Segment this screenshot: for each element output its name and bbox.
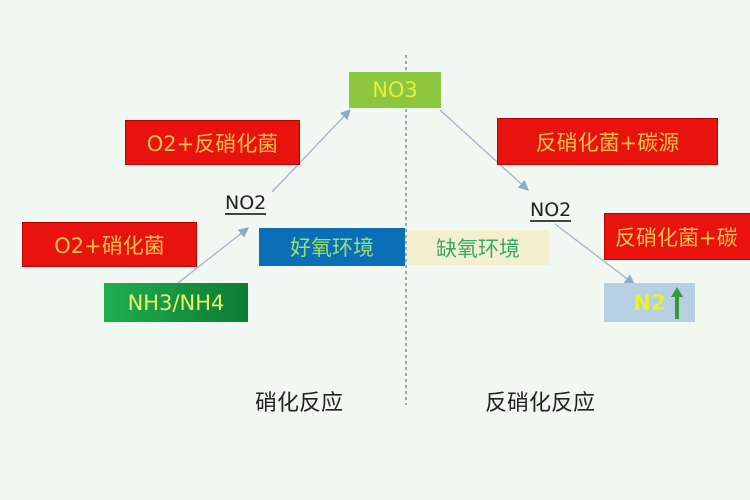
up-arrow-icon bbox=[671, 287, 683, 319]
denitrifier-carbon-right-node: 反硝化菌+碳 bbox=[604, 213, 750, 260]
no2-left-label: NO2 bbox=[225, 192, 267, 215]
nitrification-caption: 硝化反应 bbox=[255, 391, 344, 416]
nh3-nh4-node: NH3/NH4 bbox=[104, 283, 248, 322]
o2-nitrifier-node: O2+硝化菌 bbox=[22, 222, 197, 267]
n2-label: N2 bbox=[633, 290, 666, 315]
o2-denitrifier-node: O2+反硝化菌 bbox=[125, 120, 300, 165]
denitrification-caption: 反硝化反应 bbox=[485, 391, 596, 416]
arrow-nh3-to-no2 bbox=[177, 227, 250, 284]
no3-node: NO3 bbox=[349, 72, 441, 108]
no2-right-label: NO2 bbox=[530, 199, 572, 222]
anoxic-environment-label: 缺氧环境 bbox=[407, 230, 549, 265]
n2-node: N2 bbox=[604, 283, 695, 322]
aerobic-environment-label: 好氧环境 bbox=[259, 228, 405, 266]
arrow-no2-to-n2 bbox=[554, 223, 636, 285]
arrow-no2-to-no3 bbox=[271, 109, 351, 193]
arrow-no3-to-no2 bbox=[439, 109, 529, 191]
denitrifier-carbon-top-node: 反硝化菌+碳源 bbox=[497, 118, 718, 165]
